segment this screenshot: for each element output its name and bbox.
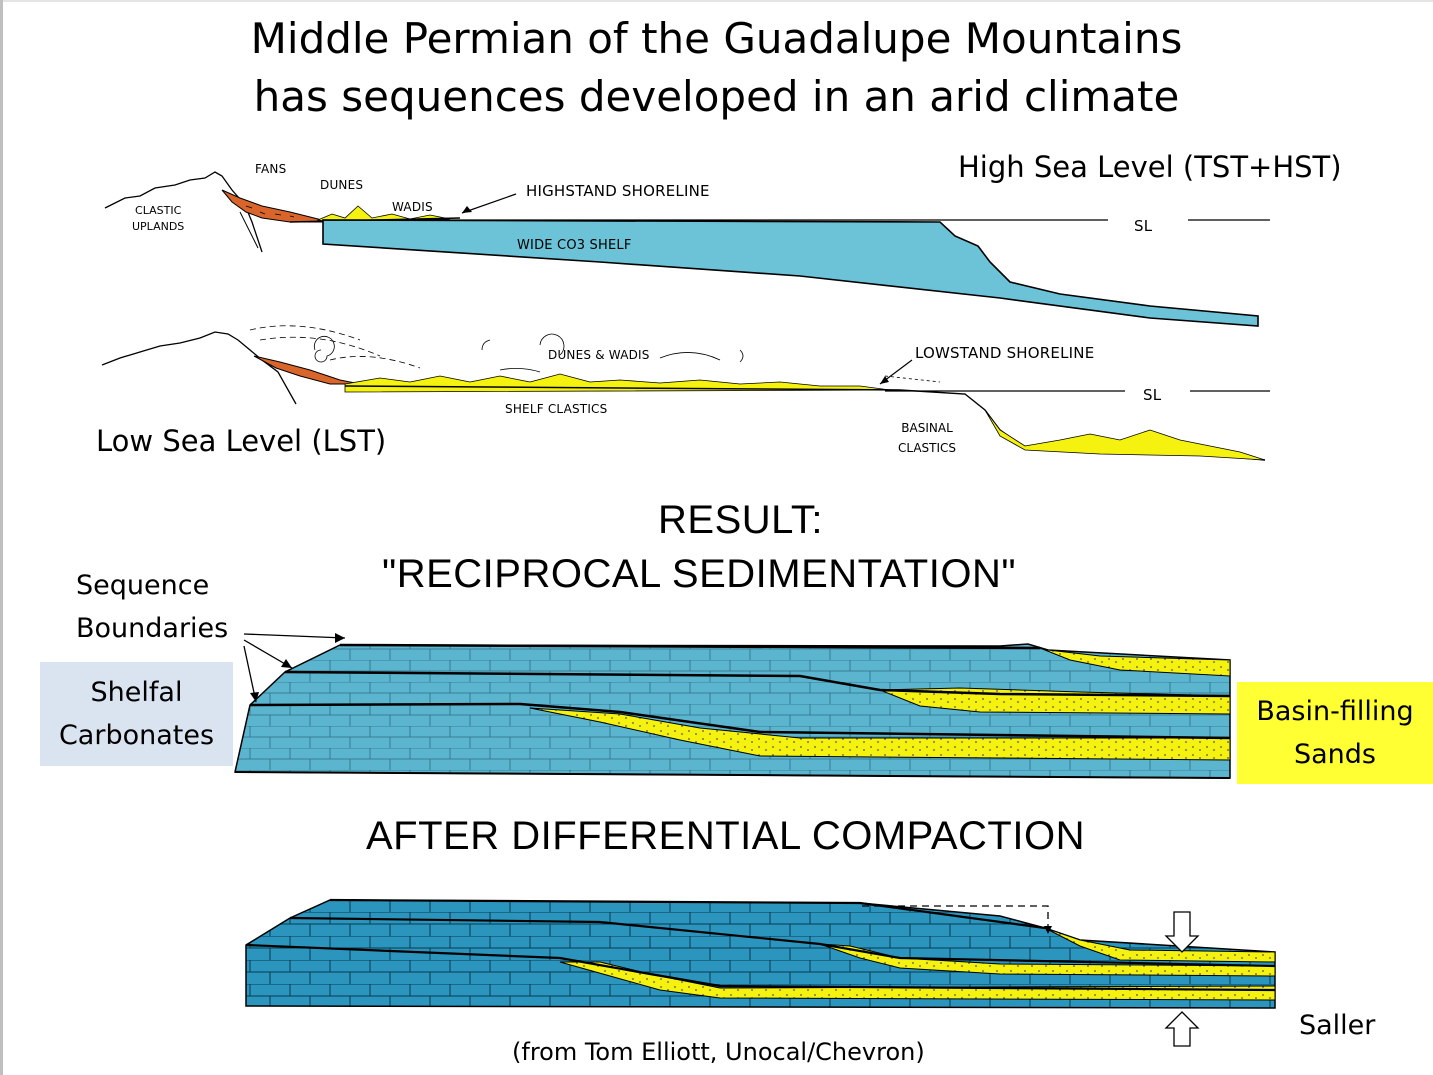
label-dunes: DUNES [320,178,364,192]
label-basinal-clastics-line-2: CLASTICS [898,441,957,455]
basinal-clastics [984,409,1266,461]
fan-deposit-low [253,355,361,385]
compacted-sand-middle [819,943,1276,977]
label-clastic-uplands: CLASTIC UPLANDS [132,203,184,235]
slide-title-line-1: Middle Permian of the Guadalupe Mountain… [250,14,1183,63]
label-sl-high: SL [1134,217,1153,235]
compacted-sand-upper [1044,927,1276,963]
reciprocal-sedimentation-heading: "RECIPROCAL SEDIMENTATION" [382,552,1017,596]
low-sea-level-profile [101,325,1270,461]
shelfal-carbonates-callout: Shelfal Carbonates [40,662,233,766]
label-wide-co3-shelf: WIDE CO3 SHELF [517,238,632,253]
slide-title-line-2: has sequences developed in an arid clima… [253,72,1180,121]
sequence-boundary-1 [249,702,1231,740]
uplands-outline-low [101,331,297,405]
label-highstand-shoreline: HIGHSTAND SHORELINE [526,182,710,200]
low-sea-level-heading: Low Sea Level (LST) [96,424,387,458]
label-fans: FANS [255,162,287,176]
label-wadis: WADIS [392,200,433,214]
compacted-sand-lower [559,961,1276,1001]
label-clastic-uplands-line-2: UPLANDS [132,220,185,233]
shelfal-carbonates-line-2: Carbonates [58,720,215,751]
shelfal-carbonates-line-1: Shelfal [90,677,183,708]
reciprocal-section [234,633,1231,779]
label-shelf-clastics: SHELF CLASTICS [505,402,608,416]
highstand-shoreline-arrow [461,193,517,214]
result-heading: RESULT: [658,498,824,542]
sequence-boundary-2 [284,670,1231,698]
label-dunes-wadis: DUNES & WADIS [548,348,650,362]
sand-wedge-upper [1039,647,1231,677]
slide-top-border [0,0,1433,2]
sand-wedge-lower [529,707,1231,761]
fan-deposit [221,189,331,223]
basin-filling-sands-line-2: Sands [1293,739,1376,770]
compaction-arrow-up-icon [1164,1011,1200,1047]
label-basinal-clastics-line-1: BASINAL [901,421,953,435]
label-clastic-uplands-line-1: CLASTIC [135,204,182,217]
basin-filling-sands-line-1: Basin-filling [1256,696,1414,727]
sequence-boundary-3 [339,643,1041,650]
source-credit: (from Tom Elliott, Unocal/Chevron) [512,1038,925,1066]
sequence-boundaries-label: Sequence Boundaries [76,564,228,650]
original-position-dashed [862,905,1049,930]
slide-left-border [0,0,3,1075]
compacted-section [245,898,1276,1047]
compaction-arrow-down-icon [1164,911,1200,953]
wide-co3-shelf [322,219,1259,327]
high-sea-level-heading: High Sea Level (TST+HST) [958,150,1342,184]
sequence-boundaries-line-2: Boundaries [76,613,229,644]
label-lowstand-shoreline: LOWSTAND SHORELINE [915,344,1095,362]
label-sl-low: SL [1143,386,1162,404]
high-sea-level-profile [104,171,1270,327]
author-credit: Saller [1299,1010,1376,1041]
sequence-boundaries-line-1: Sequence [76,570,210,601]
label-basinal-clastics: BASINAL CLASTICS [898,418,956,458]
differential-compaction-heading: AFTER DIFFERENTIAL COMPACTION [366,814,1085,858]
basin-filling-sands-callout: Basin-filling Sands [1237,682,1433,784]
